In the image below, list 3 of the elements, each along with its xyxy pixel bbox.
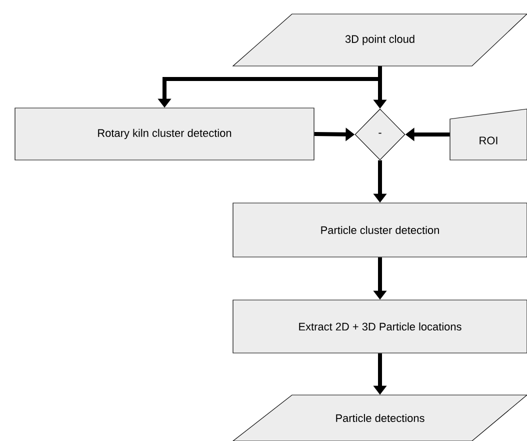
- process-box: Rotary kiln cluster detection: [14, 108, 314, 160]
- process-box: Particle cluster detection: [232, 202, 527, 258]
- process-box: Extract 2D + 3D Particle locations: [232, 300, 527, 354]
